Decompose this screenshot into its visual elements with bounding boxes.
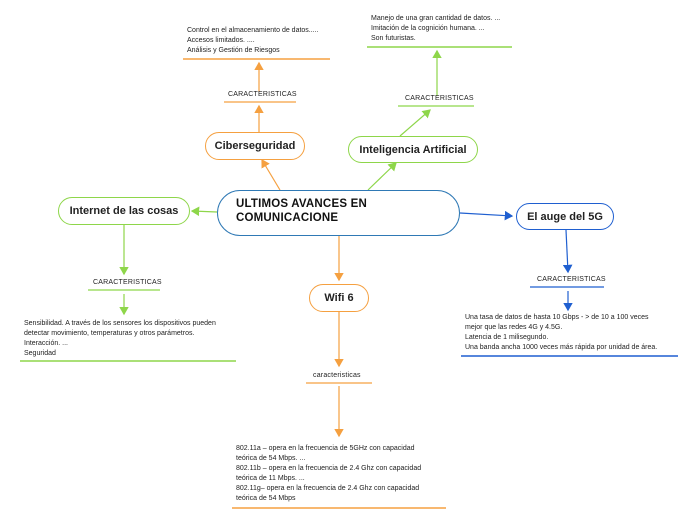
auge-5g-label: CARACTERISTICAS [537, 276, 606, 283]
detail-line: mejor que las redes 4G y 4.5G. [465, 324, 563, 331]
detail-line: Control en el almacenamiento de datos...… [187, 27, 319, 34]
detail-line: Imitación de la cognición humana. ... [371, 25, 485, 32]
detail-line: Manejo de una gran cantidad de datos. ..… [371, 15, 501, 22]
ciberseguridad-label: CARACTERISTICAS [228, 91, 297, 98]
ciberseguridad-node[interactable]: Ciberseguridad [205, 132, 305, 160]
internet-de-las-cosas-node[interactable]: Internet de las cosas [58, 197, 190, 225]
wifi-6-title: Wifi 6 [324, 292, 354, 304]
detail-line: Seguridad [24, 350, 56, 357]
internet-de-las-cosas-title: Internet de las cosas [69, 205, 179, 217]
wifi-6-node[interactable]: Wifi 6 [309, 284, 369, 312]
auge-5g-title: El auge del 5G [527, 210, 603, 223]
central-topic-line2: COMUNICACIONE [236, 212, 339, 224]
auge-5g-details: Una tasa de datos de hasta 10 Gbps - > d… [465, 313, 657, 353]
ciberseguridad-title: Ciberseguridad [214, 140, 296, 152]
internet-de-las-cosas-label: CARACTERISTICAS [93, 279, 162, 286]
wifi-6-details: 802.11a – opera en la frecuencia de 5GHz… [236, 444, 421, 504]
link-central-ciberseguridad [261, 158, 281, 191]
link-central-ia [367, 162, 397, 191]
detail-line: Una banda ancha 1000 veces más rápida po… [465, 344, 658, 351]
detail-line: teórica de 11 Mbps. ... [236, 475, 305, 482]
central-topic-line1: ULTIMOS AVANCES EN [236, 198, 367, 210]
inteligencia-artificial-title: Inteligencia Artificial [359, 143, 467, 156]
detail-line: Accesos limitados. .... [187, 37, 255, 44]
detail-line: Son futuristas. [371, 35, 416, 42]
link-ia-label [399, 109, 431, 137]
detail-line: 802.11b – opera en la frecuencia de 2.4 … [236, 465, 422, 472]
inteligencia-artificial-details: Manejo de una gran cantidad de datos. ..… [371, 14, 500, 44]
detail-line: detectar movimiento, temperaturas y otro… [24, 330, 195, 337]
detail-line: teórica de 54 Mbps. ... [236, 455, 306, 462]
ciberseguridad-details: Control en el almacenamiento de datos...… [187, 26, 319, 56]
link-5g-label [562, 229, 573, 274]
detail-line: Una tasa de datos de hasta 10 Gbps - > d… [465, 314, 649, 321]
inteligencia-artificial-node[interactable]: Inteligencia Artificial [348, 136, 478, 163]
link-central-iot [190, 206, 218, 217]
detail-line: Análisis y Gestión de Riesgos [187, 47, 280, 54]
link-central-5g [459, 210, 514, 221]
inteligencia-artificial-label: CARACTERISTICAS [405, 95, 474, 102]
wifi-6-label: caracteristicas [313, 372, 361, 379]
detail-line: Latencia de 1 milisegundo. [465, 334, 549, 341]
detail-line: teórica de 54 Mbps [236, 495, 296, 502]
detail-line: Sensibilidad. A través de los sensores l… [24, 320, 216, 327]
detail-line: Interacción. ... [24, 340, 68, 347]
central-topic[interactable]: ULTIMOS AVANCES EN COMUNICACIONE [217, 190, 460, 236]
detail-line: 802.11a – opera en la frecuencia de 5GHz… [236, 445, 415, 452]
auge-5g-node[interactable]: El auge del 5G [516, 203, 614, 230]
internet-de-las-cosas-details: Sensibilidad. A través de los sensores l… [24, 319, 216, 359]
detail-line: 802.11g– opera en la frecuencia de 2.4 G… [236, 485, 420, 492]
